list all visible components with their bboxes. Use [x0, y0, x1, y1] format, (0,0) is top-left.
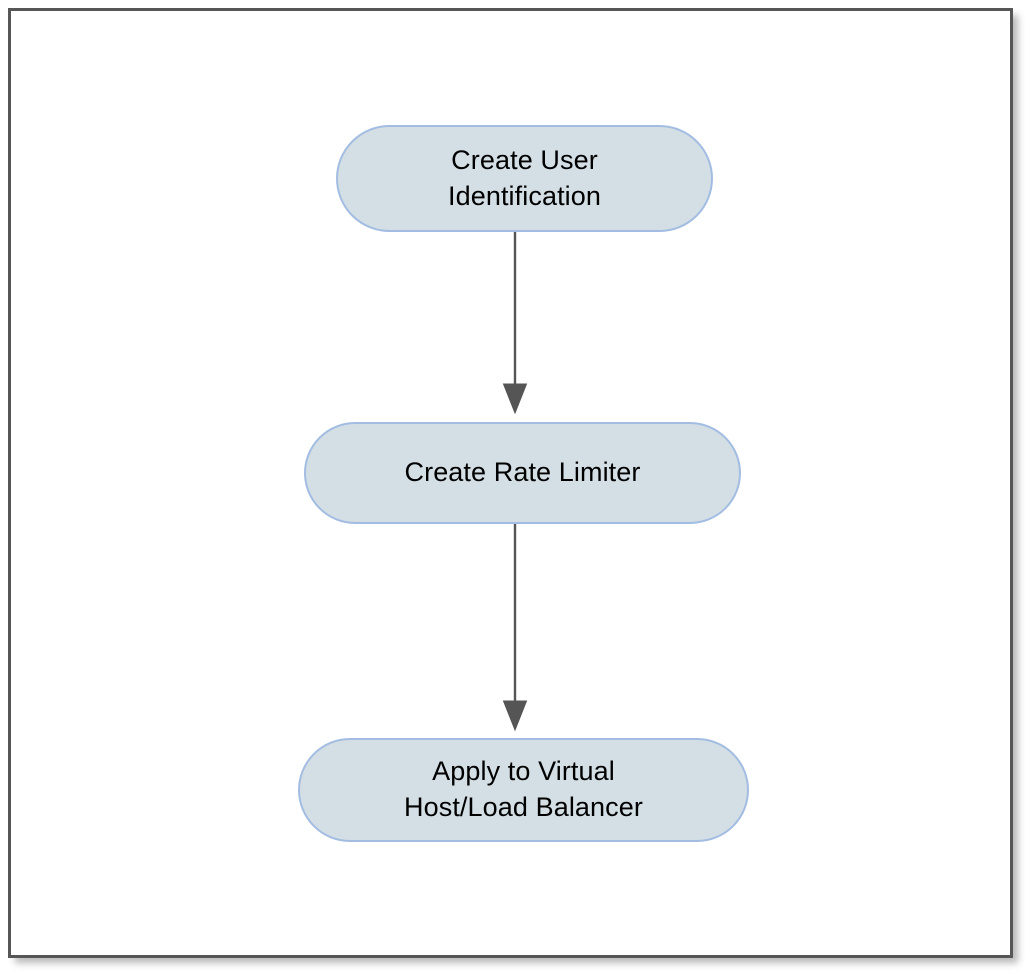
flowchart: Create User Identification Create Rate L… [11, 11, 1010, 955]
diagram-frame: Create User Identification Create Rate L… [8, 8, 1013, 958]
edge-create-rate-limiter-to-apply-to-virtual-host-load-balancer [502, 516, 528, 732]
node-apply-to-virtual-host-load-balancer[interactable]: Apply to Virtual Host/Load Balancer [298, 738, 749, 842]
node-create-rate-limiter[interactable]: Create Rate Limiter [304, 422, 741, 524]
arrowhead-icon [502, 700, 528, 732]
arrowhead-icon [502, 383, 528, 415]
edge-create-user-identification-to-create-rate-limiter [502, 224, 528, 415]
node-create-user-identification[interactable]: Create User Identification [336, 125, 713, 232]
